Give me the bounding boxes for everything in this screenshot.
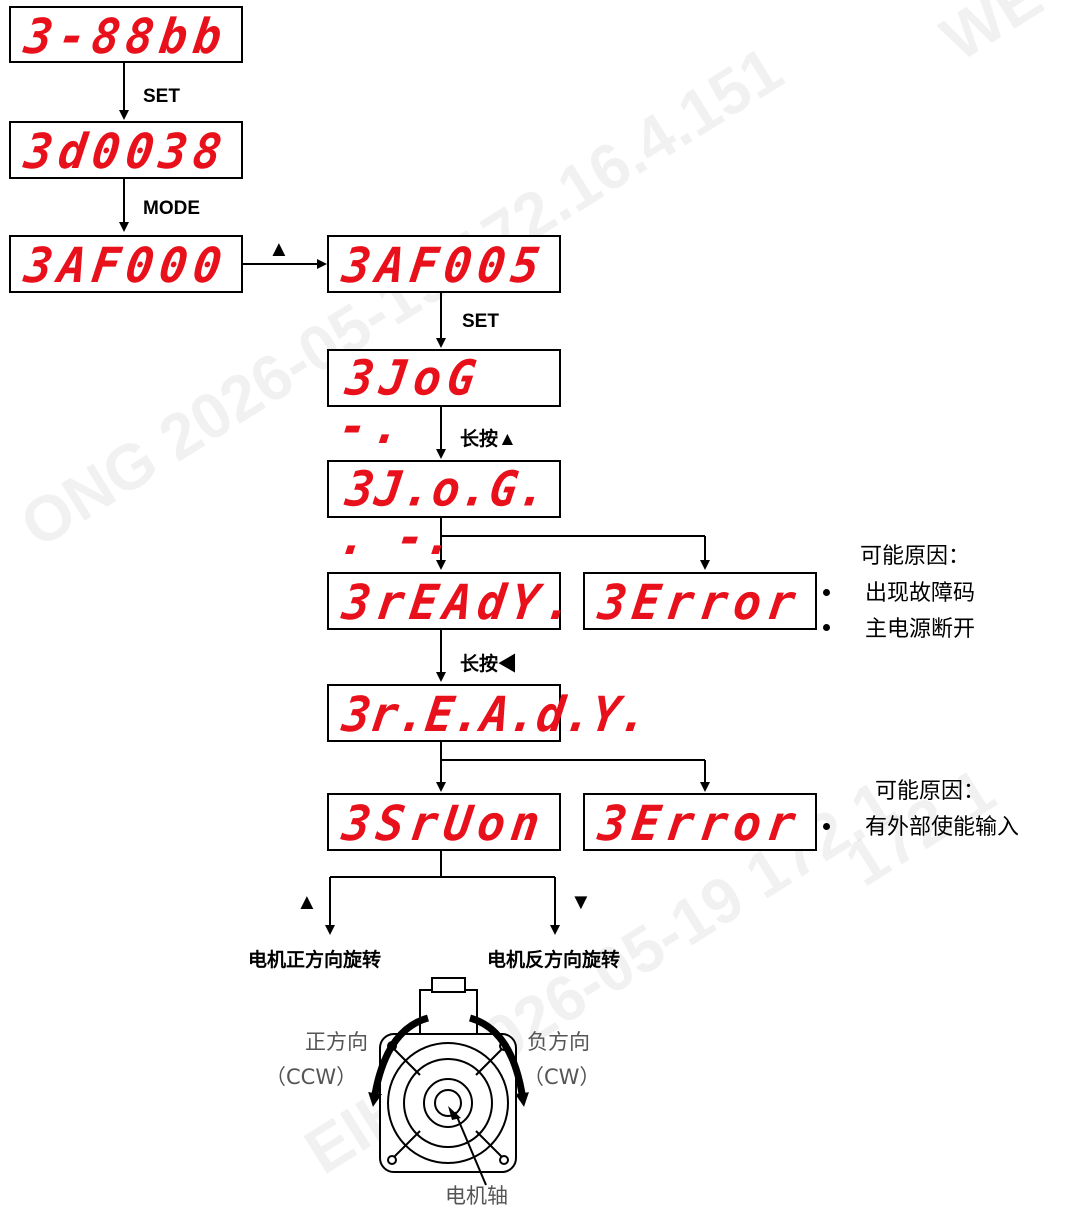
- long-press-up-label: 长按▲: [460, 429, 517, 450]
- cw-code: （CW）: [523, 1065, 601, 1089]
- motor-forward-label: 电机正方向旋转: [248, 950, 382, 971]
- motor-reverse-label: 电机反方向旋转: [487, 950, 621, 971]
- bullet-3: [823, 823, 830, 830]
- down-branch-label: ▼: [570, 889, 592, 914]
- set-label-1: SET: [143, 86, 180, 107]
- set-label-2: SET: [462, 311, 499, 332]
- display-1: 3-88bb: [9, 6, 243, 64]
- error2-item-1: 有外部使能输入: [865, 815, 1020, 840]
- display-9: 3r.E.A.d.Y.: [327, 684, 652, 742]
- shaft-label: 电机轴: [445, 1184, 508, 1208]
- display-6: 3J.o.G. . -.: [327, 460, 561, 566]
- up-arrow-label: ▲: [268, 236, 290, 261]
- display-2: 3d0038: [9, 121, 243, 179]
- ccw-code: （CCW）: [265, 1065, 358, 1089]
- display-8-error: 3Error: [583, 572, 817, 630]
- display-10: 3SrUon: [327, 793, 561, 851]
- long-press-left-label: 长按◀: [460, 654, 518, 675]
- mode-label: MODE: [143, 198, 200, 219]
- bullet-2: [823, 624, 830, 631]
- ccw-label: 正方向: [305, 1030, 368, 1054]
- error1-item-2: 主电源断开: [865, 617, 976, 642]
- display-11-error: 3Error: [583, 793, 817, 851]
- cw-label: 负方向: [527, 1030, 590, 1054]
- error2-title: 可能原因：: [875, 779, 986, 804]
- display-5: 3JoG -.: [327, 349, 561, 455]
- display-3: 3AF000: [9, 235, 243, 293]
- display-7: 3rEAdY.: [327, 572, 583, 630]
- bullet-1: [823, 589, 830, 596]
- error1-item-1: 出现故障码: [865, 581, 976, 606]
- display-4: 3AF005: [327, 235, 561, 293]
- error1-title: 可能原因：: [860, 544, 971, 569]
- up-branch-label: ▲: [296, 889, 318, 914]
